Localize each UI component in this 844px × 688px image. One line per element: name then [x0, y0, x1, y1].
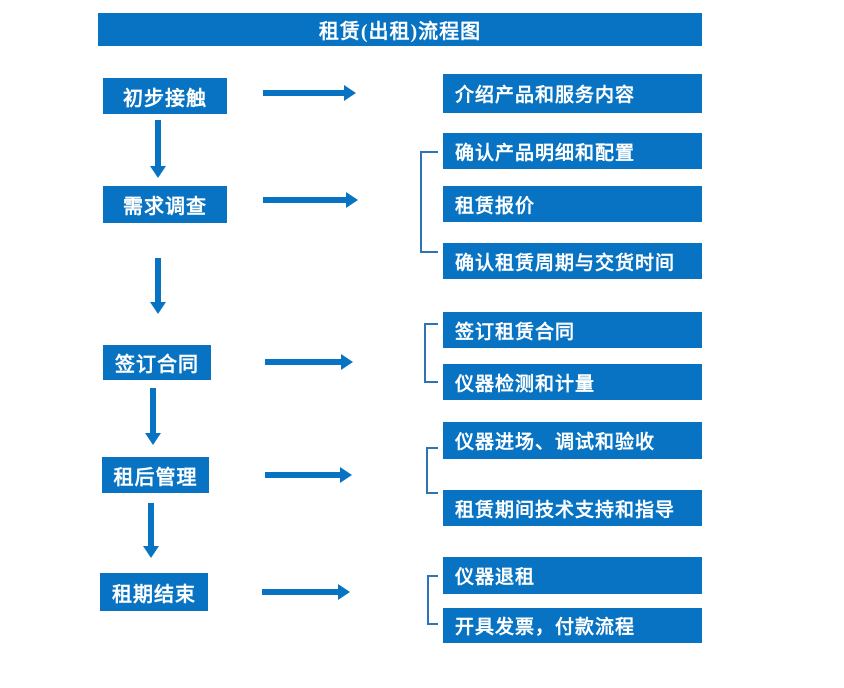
- detail-box-instrument-return: 仪器退租: [443, 557, 702, 594]
- arrow-shaft: [150, 388, 156, 434]
- arrow-head: [346, 192, 358, 208]
- arrow-head: [145, 433, 161, 445]
- bracket-connector: [424, 323, 438, 383]
- detail-box-introduce-products: 介绍产品和服务内容: [443, 74, 702, 113]
- arrow-right-icon: [263, 192, 358, 208]
- detail-box-invoice-payment: 开具发票，付款流程: [443, 608, 702, 643]
- arrow-shaft: [155, 120, 161, 167]
- step-box-rental-end: 租期结束: [100, 573, 208, 611]
- arrow-head: [143, 546, 159, 558]
- arrow-right-icon: [265, 467, 352, 483]
- arrow-down-icon: [143, 503, 159, 558]
- detail-box-rental-quote: 租赁报价: [443, 186, 702, 222]
- detail-box-confirm-rental-period: 确认租赁周期与交货时间: [443, 243, 702, 279]
- arrow-shaft: [265, 359, 342, 365]
- arrow-right-icon: [263, 85, 356, 101]
- detail-box-instrument-setup: 仪器进场、调试和验收: [443, 422, 702, 459]
- arrow-head: [338, 584, 350, 600]
- arrow-down-icon: [150, 258, 166, 314]
- step-box-sign-contract: 签订合同: [103, 345, 211, 380]
- arrow-head: [341, 354, 353, 370]
- arrow-shaft: [155, 258, 161, 303]
- page-title: 租赁(出租)流程图: [98, 13, 702, 46]
- arrow-head: [150, 302, 166, 314]
- arrow-shaft: [265, 472, 341, 478]
- detail-box-confirm-product-details: 确认产品明细和配置: [443, 133, 702, 169]
- arrow-head: [150, 166, 166, 178]
- arrow-right-icon: [262, 584, 350, 600]
- bracket-connector: [420, 151, 438, 253]
- arrow-head: [344, 85, 356, 101]
- bracket-connector: [427, 575, 438, 625]
- arrow-right-icon: [265, 354, 353, 370]
- step-box-initial-contact: 初步接触: [103, 78, 227, 114]
- arrow-down-icon: [150, 120, 166, 178]
- arrow-shaft: [262, 589, 339, 595]
- arrow-shaft: [263, 90, 345, 96]
- step-box-post-rental-management: 租后管理: [102, 457, 209, 493]
- step-box-demand-survey: 需求调查: [103, 186, 227, 223]
- detail-box-tech-support: 租赁期间技术支持和指导: [443, 490, 702, 526]
- arrow-shaft: [263, 197, 347, 203]
- detail-box-sign-rental-contract: 签订租赁合同: [443, 312, 702, 348]
- bracket-connector: [426, 447, 438, 494]
- detail-box-instrument-testing: 仪器检测和计量: [443, 364, 702, 400]
- arrow-down-icon: [145, 388, 161, 445]
- arrow-head: [340, 467, 352, 483]
- arrow-shaft: [148, 503, 154, 547]
